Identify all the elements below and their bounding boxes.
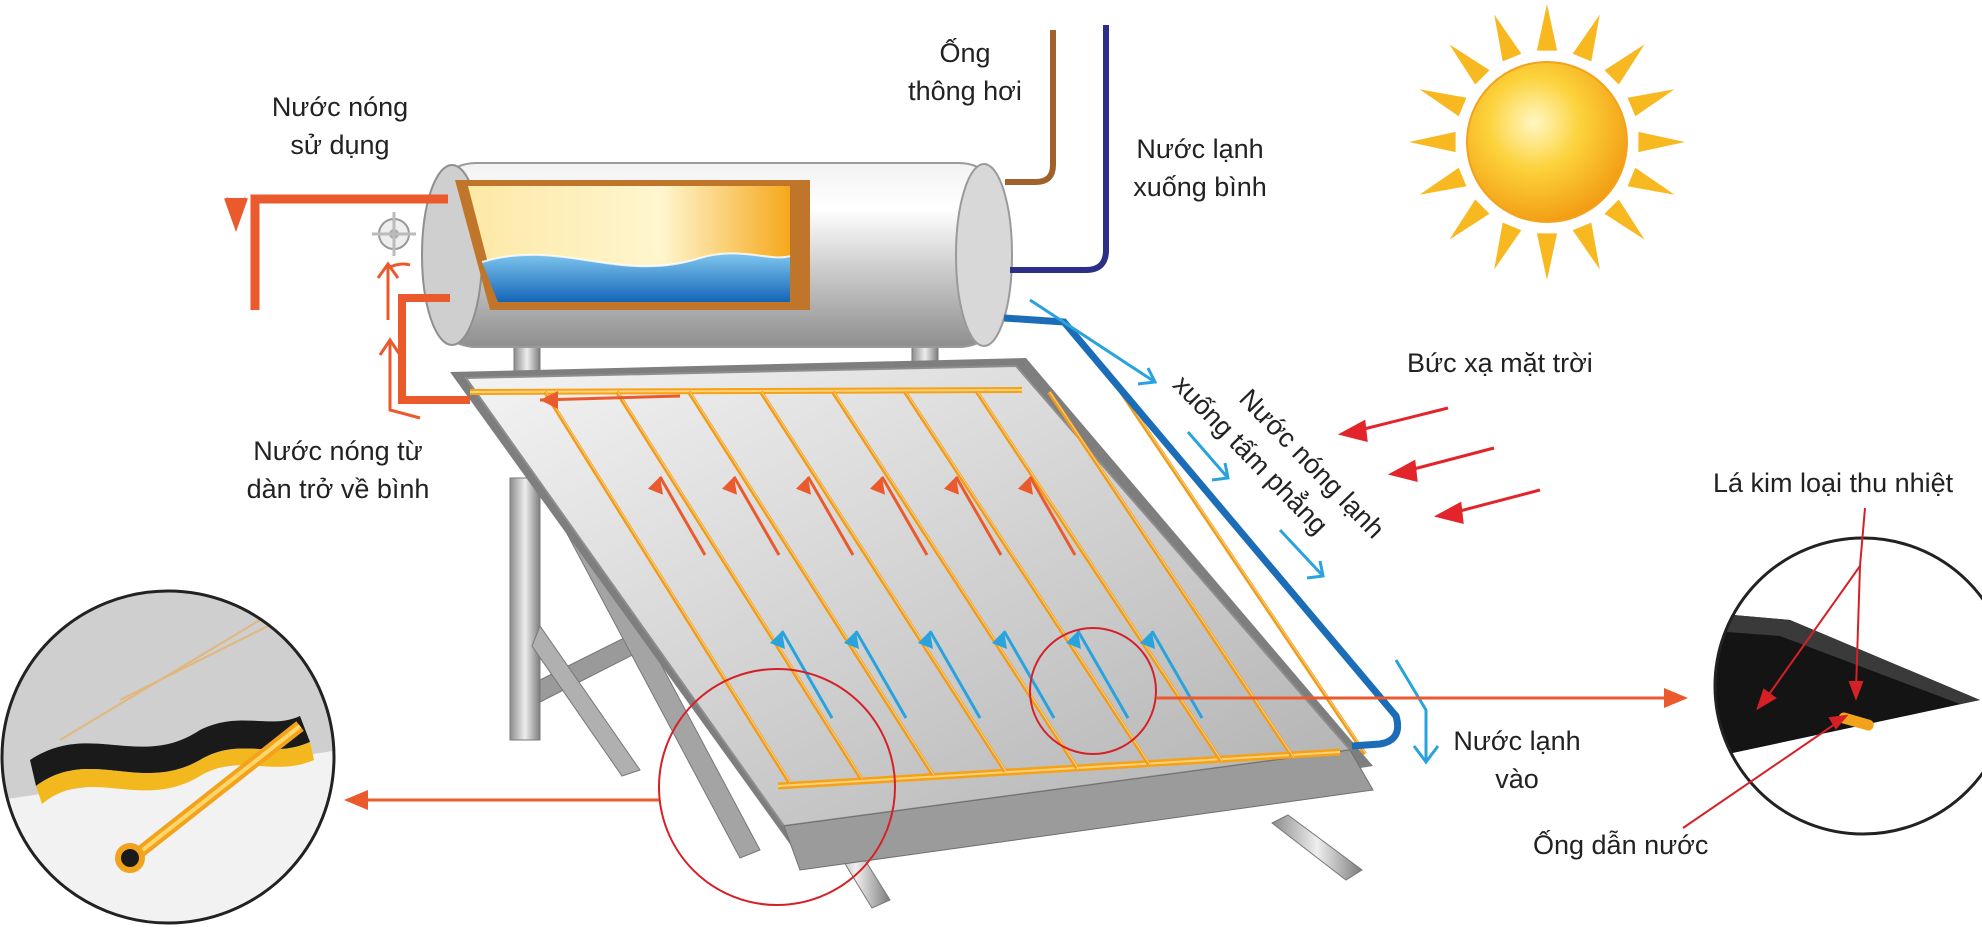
hot-flow-arrow-head — [648, 476, 663, 495]
sun-ray — [1494, 222, 1522, 270]
cold-flow-arrow-head — [770, 631, 785, 649]
hot-water-use-label-line2: sử dụng — [290, 130, 390, 160]
hot-return-pipe — [398, 294, 681, 409]
sun-ray — [1572, 14, 1600, 62]
hot-flow-arrow-head — [1018, 476, 1033, 495]
cold-flow-arrow — [928, 630, 982, 719]
hot-flow-arrow-head — [722, 476, 737, 495]
riser-tube — [759, 390, 1007, 773]
sun-ray — [1627, 89, 1675, 117]
riser-tube — [831, 390, 1079, 770]
cold-water-in-label: Nước lạnh vào — [1442, 722, 1592, 798]
riser-highlight — [617, 391, 863, 779]
cold-flow-arrow-head — [1140, 631, 1155, 649]
hot-return-arrows — [376, 261, 421, 420]
cold-water-inlet-pipe — [1010, 25, 1109, 273]
valve-icon — [372, 212, 416, 256]
solar-radiation-arrows — [1337, 406, 1541, 524]
vent-pipe-label-line1: Ống — [939, 38, 991, 68]
storage-tank — [421, 162, 1013, 348]
hot-flow-arrow — [658, 475, 707, 556]
cold-water-in-label-line2: vào — [1495, 764, 1539, 794]
riser-highlight — [1121, 391, 1367, 755]
vent-pipe — [1005, 30, 1056, 185]
cold-flow-arrow — [854, 630, 908, 719]
hot-flow-arrow — [806, 475, 855, 556]
riser-highlight — [833, 391, 1079, 769]
sun-ray — [1572, 222, 1600, 270]
hot-flow-arrow-head — [796, 476, 811, 495]
sun-ray — [1638, 131, 1685, 153]
absorber-plate-label: Lá kim loại thu nhiệt — [1713, 468, 1954, 498]
hot-flow-arrow-head — [944, 476, 959, 495]
cold-flow-arrow-head — [1066, 631, 1081, 649]
sun-ray — [1536, 233, 1558, 280]
hot-flow-arrow-head — [870, 476, 885, 495]
hot-flow-arrow — [880, 475, 929, 556]
tank-to-panel-cold-pipe — [1003, 314, 1402, 750]
riser-highlight — [761, 391, 1007, 772]
riser-tube — [543, 390, 791, 784]
cold-water-down-label-line2: xuống bình — [1133, 172, 1267, 202]
pipe-detail-magnifier — [0, 589, 336, 925]
cold-flow-arrow-head — [918, 631, 933, 649]
cold-water-down-label-line1: Nước lạnh — [1136, 134, 1264, 164]
cold-water-down-label: Nước lạnh xuống bình — [1120, 130, 1280, 206]
cold-water-in-label-line1: Nước lạnh — [1453, 726, 1581, 756]
solar-radiation-label: Bức xạ mặt trời — [1407, 348, 1593, 378]
cold-flow-arrow — [1002, 630, 1056, 719]
sun-ray — [1449, 44, 1490, 85]
sun-ray — [1419, 167, 1467, 195]
vent-pipe-label: Ống thông hơi — [900, 34, 1030, 110]
cold-flow-arrow — [1076, 630, 1130, 719]
riser-highlight — [905, 391, 1151, 765]
cold-flow-arrows — [1029, 298, 1440, 765]
zoom-highlight-circles — [658, 627, 1157, 906]
hot-flow-arrow — [954, 475, 1003, 556]
riser-tube — [687, 390, 935, 777]
hot-water-return-label-line1: Nước nóng từ — [253, 436, 423, 466]
hot-water-outlet-pipe — [224, 194, 448, 310]
riser-tube — [1119, 390, 1367, 756]
sun-ray — [1604, 44, 1645, 85]
hot-flow-arrow — [1028, 475, 1077, 556]
riser-highlight — [545, 391, 791, 783]
absorber-detail-magnifier — [1682, 507, 1982, 836]
vent-pipe-label-line2: thông hơi — [908, 76, 1022, 106]
flat-panel-collector — [450, 358, 1374, 871]
riser-highlight — [689, 391, 935, 776]
zoom-connectors — [344, 688, 1688, 810]
sun-ray — [1494, 14, 1522, 62]
sun-ray — [1536, 4, 1558, 51]
cold-flow-arrow — [1150, 630, 1204, 719]
hot-water-return-label-line2: dàn trở về bình — [246, 474, 430, 504]
hot-water-use-label: Nước nóng sử dụng — [250, 88, 430, 164]
water-pipe-label: Ống dẫn nước — [1533, 830, 1709, 860]
sun-ray — [1419, 89, 1467, 117]
sun-ray — [1627, 167, 1675, 195]
hot-water-return-label: Nước nóng từ dàn trở về bình — [228, 432, 448, 508]
riser-tube — [903, 390, 1151, 766]
cold-flow-arrow-head — [844, 631, 859, 649]
sun-ray — [1409, 131, 1456, 153]
riser-tube — [615, 390, 863, 780]
sun-ray — [1604, 199, 1645, 240]
sun-icon — [1409, 4, 1685, 280]
hot-water-use-label-line1: Nước nóng — [271, 92, 409, 122]
hot-flow-arrow — [732, 475, 781, 556]
cold-flow-arrow-head — [992, 631, 1007, 649]
cold-flow-arrow — [780, 630, 834, 719]
sun-ray — [1449, 199, 1490, 240]
